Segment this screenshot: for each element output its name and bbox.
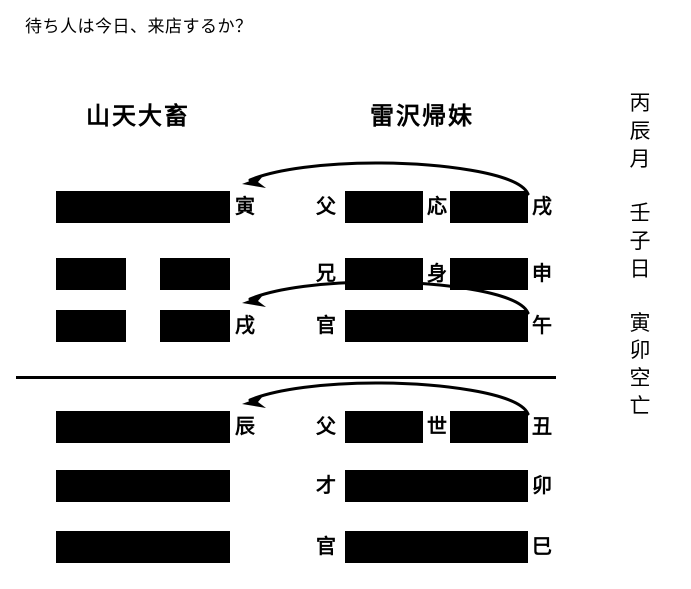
date-month-c1: 辰: [629, 118, 651, 143]
date-day: 壬 子 日: [620, 200, 660, 284]
date-day-c1: 子: [629, 228, 651, 253]
right-yin-line-segment: [345, 258, 423, 290]
left-yang-line: [56, 411, 230, 443]
right-yin-line-segment: [450, 191, 528, 223]
right-yin-line-segment: [450, 258, 528, 290]
left-yin-line-segment: [160, 310, 230, 342]
date-column: 丙 辰 月 壬 子 日 寅 卯 空 亡: [620, 90, 660, 447]
right-yin-line-segment: [345, 191, 423, 223]
hexagram-row: 戌官午: [0, 310, 691, 342]
hexagram-row: 才卯: [0, 470, 691, 502]
position-marker: 世: [427, 416, 447, 438]
branch-label-left: 寅: [235, 196, 255, 218]
date-month-c2: 月: [629, 146, 651, 171]
question-text: 待ち人は今日、来店するか？: [25, 17, 253, 36]
left-yin-line-segment: [160, 258, 230, 290]
right-yang-line: [345, 531, 528, 563]
branch-label-right: 午: [532, 315, 552, 337]
hexagram-row: 官巳: [0, 531, 691, 563]
position-marker: 応: [427, 196, 447, 218]
left-yang-line: [56, 191, 230, 223]
date-month: 丙 辰 月: [620, 90, 660, 174]
hexagram-row: 寅父応戌: [0, 191, 691, 223]
date-month-c0: 丙: [629, 91, 651, 115]
date-day-c0: 壬: [629, 200, 651, 225]
hexagram-name-right: 雷沢帰妹: [370, 103, 474, 130]
left-yang-line: [56, 531, 230, 563]
branch-label-right: 申: [532, 263, 552, 285]
right-yin-line-segment: [345, 411, 423, 443]
date-void-c3: 亡: [629, 394, 651, 419]
left-yang-line: [56, 470, 230, 502]
relation-label: 兄: [316, 263, 336, 285]
date-day-c2: 日: [629, 256, 651, 281]
trigram-divider: [16, 376, 556, 379]
relation-label: 父: [316, 416, 336, 438]
branch-label-right: 卯: [532, 475, 552, 497]
position-marker: 身: [427, 263, 447, 285]
hexagram-name-left: 山天大畜: [86, 103, 190, 130]
branch-label-left: 辰: [235, 416, 255, 438]
relation-label: 才: [316, 475, 336, 497]
relation-label: 官: [316, 315, 336, 337]
hexagram-row: 兄身申: [0, 258, 691, 290]
relation-label: 官: [316, 536, 336, 558]
left-yin-line-segment: [56, 310, 126, 342]
hexagram-row: 辰父世丑: [0, 411, 691, 443]
branch-label-right: 巳: [532, 536, 552, 558]
date-void-c2: 空: [629, 366, 651, 391]
relation-label: 父: [316, 196, 336, 218]
right-yin-line-segment: [450, 411, 528, 443]
branch-label-right: 戌: [532, 196, 552, 218]
right-yang-line: [345, 310, 528, 342]
date-void: 寅 卯 空 亡: [620, 310, 660, 422]
left-yin-line-segment: [56, 258, 126, 290]
branch-label-right: 丑: [532, 416, 552, 438]
date-void-c1: 卯: [629, 338, 651, 363]
right-yang-line: [345, 470, 528, 502]
branch-label-left: 戌: [235, 315, 255, 337]
date-void-c0: 寅: [629, 310, 651, 335]
